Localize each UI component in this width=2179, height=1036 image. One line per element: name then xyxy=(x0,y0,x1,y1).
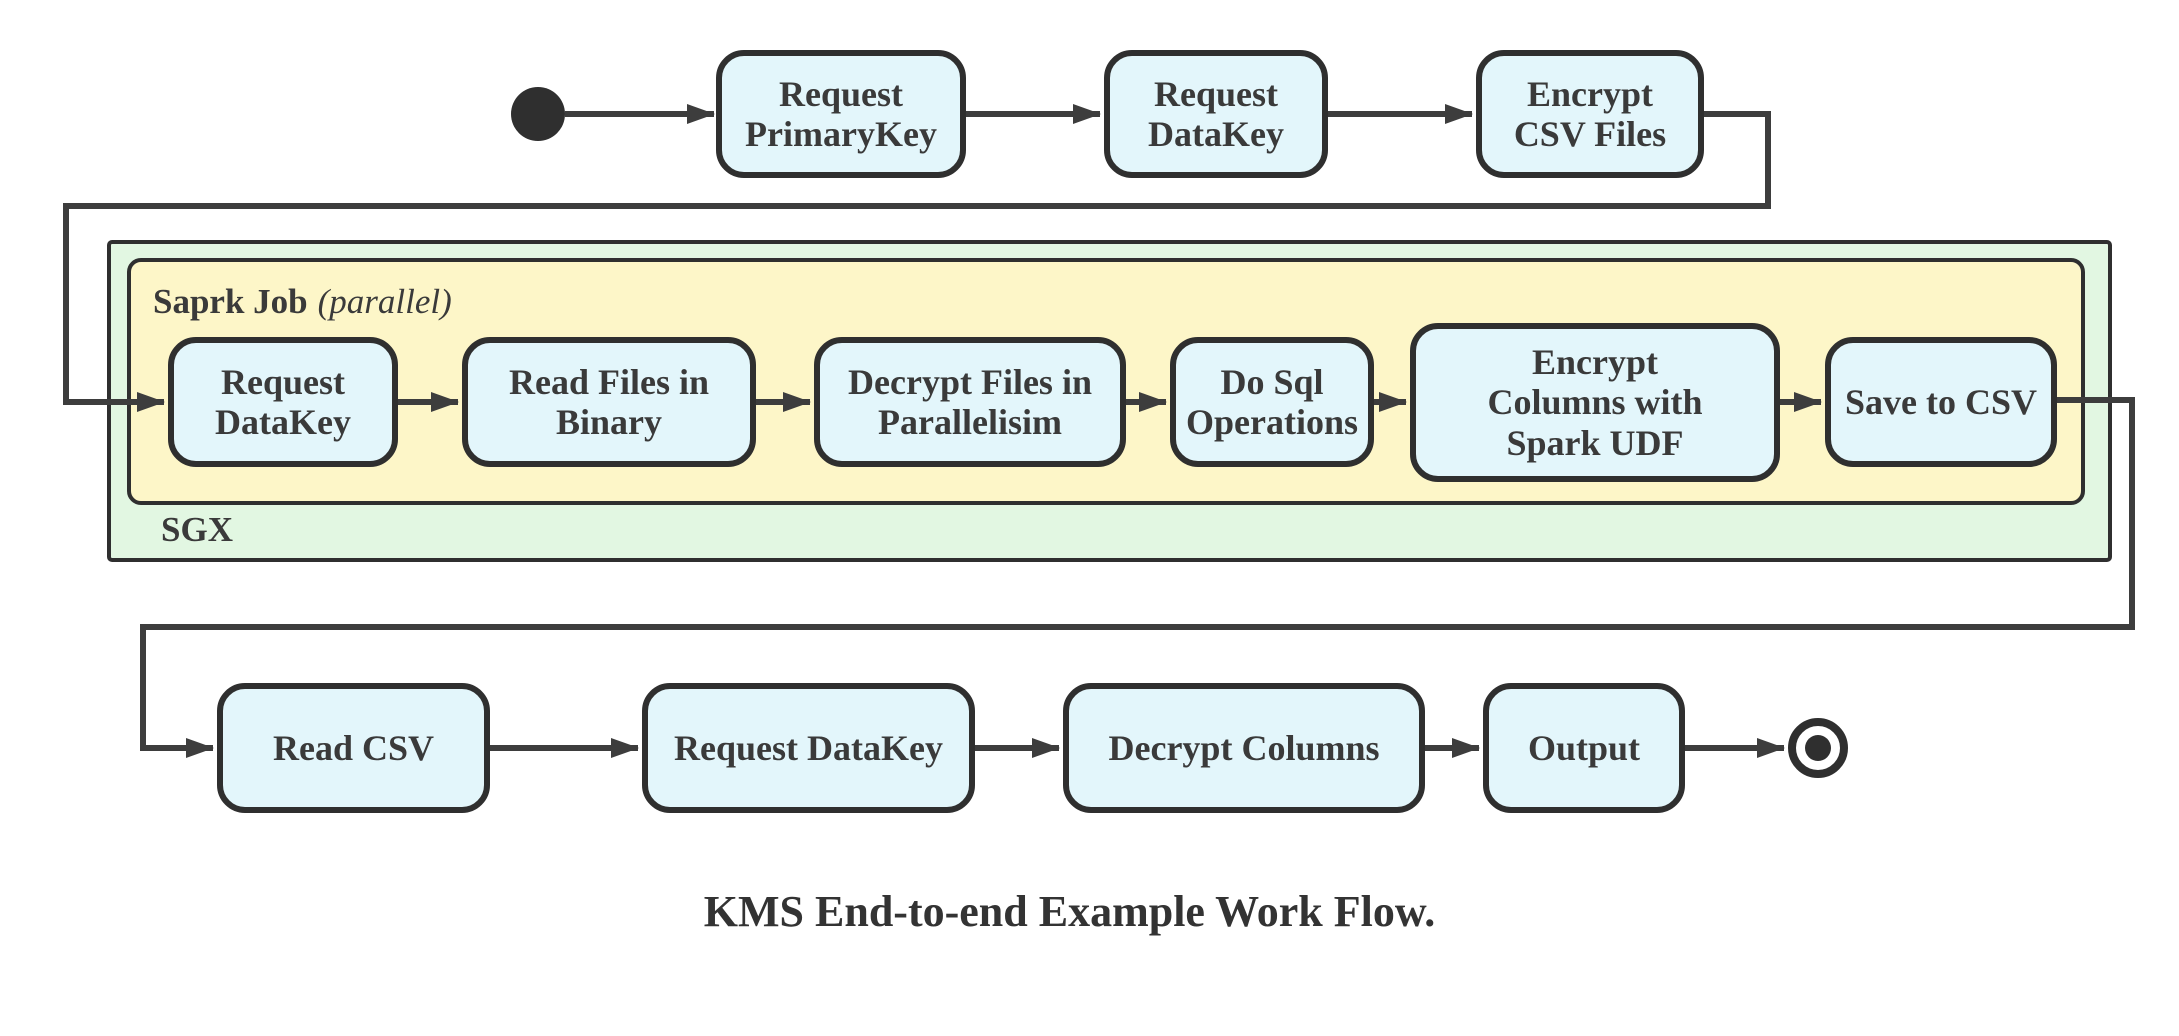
node-encrypt-columns-with-spark-udf: Encrypt Columns with Spark UDF xyxy=(1410,323,1780,482)
node-do-sql-operations: Do Sql Operations xyxy=(1170,337,1374,467)
sgx-label: SGX xyxy=(161,510,233,549)
node-encrypt-csv-files: Encrypt CSV Files xyxy=(1476,50,1704,178)
edge-encrypt-csv-files-to-spark-request-datakey xyxy=(63,111,1771,412)
node-read-files-in-binary: Read Files in Binary xyxy=(462,337,756,467)
diagram-caption: KMS End-to-end Example Work Flow. xyxy=(703,887,1436,936)
node-save-to-csv: Save to CSV xyxy=(1825,337,2057,467)
node-spark-request-datakey: Request DataKey xyxy=(168,337,398,467)
spark-job-label: Saprk Job(parallel) xyxy=(153,282,452,322)
node-request-datakey-top: Request DataKey xyxy=(1104,50,1328,178)
node-request-datakey-bottom: Request DataKey xyxy=(642,683,975,813)
node-decrypt-columns: Decrypt Columns xyxy=(1063,683,1425,813)
node-decrypt-files-in-parallelisim: Decrypt Files in Parallelisim xyxy=(814,337,1126,467)
spark-job-qualifier: (parallel) xyxy=(317,282,452,321)
start-node-icon xyxy=(511,87,565,141)
spark-job-title: Saprk Job xyxy=(153,282,308,321)
edge-save-to-csv-to-read-csv xyxy=(140,397,2135,758)
node-read-csv: Read CSV xyxy=(217,683,490,813)
node-request-primarykey: Request PrimaryKey xyxy=(716,50,966,178)
node-output: Output xyxy=(1483,683,1685,813)
end-node-inner-dot xyxy=(1805,735,1831,761)
end-node-icon xyxy=(1788,718,1848,778)
